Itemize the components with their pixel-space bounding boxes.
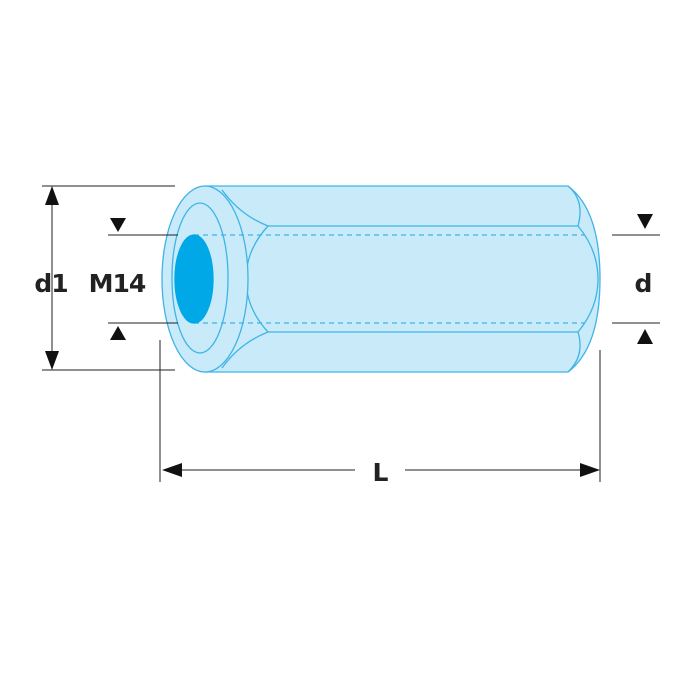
- d-arrow-down: [637, 214, 653, 229]
- label-d: d: [635, 269, 652, 298]
- m14-arrow-down: [110, 218, 126, 232]
- hex-right-corners: [567, 185, 599, 373]
- d1-arrow-down: [45, 351, 59, 370]
- m14-arrow-up: [110, 326, 126, 340]
- hex-chamfer: [221, 189, 269, 369]
- body-outline: [204, 185, 601, 373]
- l-arrow-left: [162, 463, 182, 477]
- threaded-hole: [174, 234, 214, 324]
- d-arrow-up: [637, 329, 653, 344]
- front-chamfer-ring: [171, 202, 229, 354]
- label-thread-size: M14: [89, 269, 146, 298]
- l-arrow-right: [580, 463, 600, 477]
- nut-body: [161, 185, 601, 373]
- label-length: L: [373, 458, 389, 487]
- label-d1: d1: [34, 269, 67, 298]
- d1-arrow-up: [45, 186, 59, 205]
- dimensions: [42, 185, 660, 482]
